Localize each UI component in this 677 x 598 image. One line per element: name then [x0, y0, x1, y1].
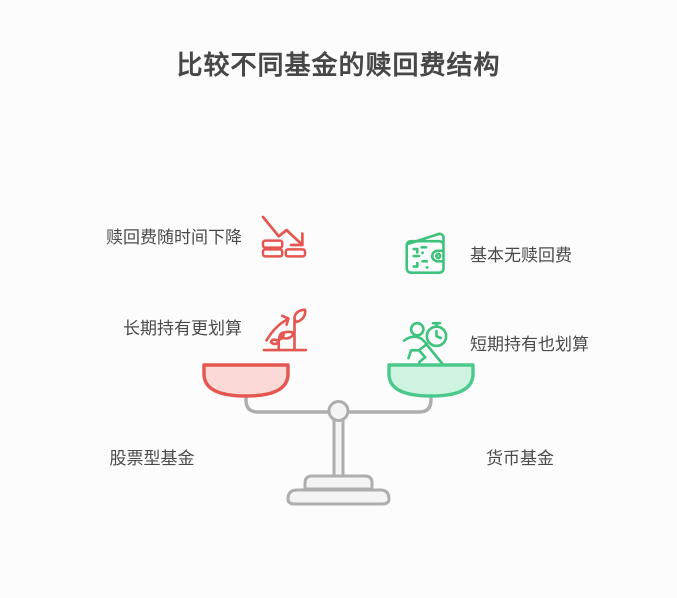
- caption-money-fund: 货币基金: [486, 449, 554, 468]
- feature-row-short-hold: 短期持有也划算: [398, 308, 677, 382]
- feature-label-fee-declines: 赎回费随时间下降: [106, 228, 242, 247]
- scale-pan-left: [202, 363, 290, 398]
- scale-pivot: [327, 400, 350, 422]
- feature-comparison: 赎回费随时间下降 长期持有更划算: [0, 196, 677, 370]
- page-title: 比较不同基金的赎回费结构: [176, 50, 501, 80]
- feature-label-short-hold: 短期持有也划算: [470, 335, 589, 354]
- feature-label-long-hold: 长期持有更划算: [123, 319, 242, 338]
- balance-scale-graphic: [202, 363, 475, 506]
- declining-chart-coins-icon: [261, 215, 307, 258]
- scale-pan-right: [387, 363, 475, 398]
- scale-captions: 股票型基金 货币基金: [0, 444, 677, 474]
- feature-label-no-fee: 基本无赎回费: [470, 246, 572, 265]
- scale-base-lower: [286, 488, 391, 506]
- right-feature-column: 基本无赎回费: [398, 196, 677, 370]
- caption-equity-fund: 股票型基金: [109, 449, 195, 468]
- feature-row-fee-declines: 赎回费随时间下降: [22, 198, 312, 278]
- feature-row-long-hold: 长期持有更划算: [22, 292, 312, 366]
- scale-base-upper: [303, 474, 374, 491]
- feature-row-no-fee: 基本无赎回费: [398, 216, 677, 296]
- left-feature-column: 赎回费随时间下降 长期持有更划算: [22, 196, 312, 366]
- runner-stopwatch-icon: [402, 321, 448, 370]
- growing-plant-icon: [262, 308, 308, 352]
- wallet-icon: [405, 232, 445, 274]
